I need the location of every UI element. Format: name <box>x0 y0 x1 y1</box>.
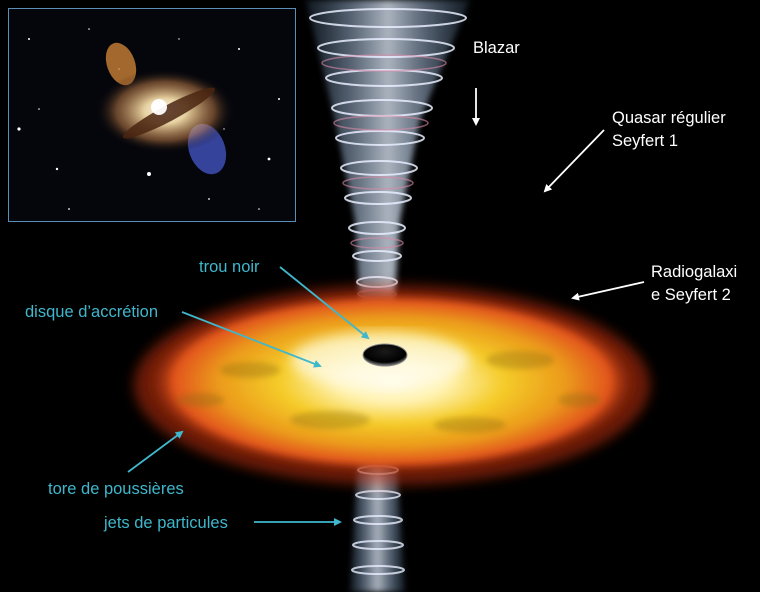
accretion-disk <box>134 285 650 485</box>
black-hole <box>362 343 408 367</box>
label-trou-noir: trou noir <box>199 258 260 276</box>
centaurus-a-photo <box>8 8 296 222</box>
label-radio-line1: Radiogalaxi <box>651 263 738 281</box>
disque-arrow <box>181 311 322 368</box>
trou-noir-arrow <box>279 266 370 340</box>
label-jets-particules: jets de particules <box>104 514 228 532</box>
label-tore-poussieres: tore de poussières <box>48 480 184 498</box>
quasar-arrow <box>543 129 605 193</box>
label-quasar-line1: Quasar régulier <box>612 109 726 127</box>
label-radio-line2: e Seyfert 2 <box>651 286 731 304</box>
label-quasar-line2: Seyfert 1 <box>612 132 679 150</box>
radiogalaxy-arrow <box>571 281 645 301</box>
tore-arrow <box>127 430 184 473</box>
upper-jet <box>306 0 470 340</box>
label-disque-accretion: disque d’accrétion <box>25 303 158 321</box>
label-blazar: Blazar <box>473 39 520 57</box>
